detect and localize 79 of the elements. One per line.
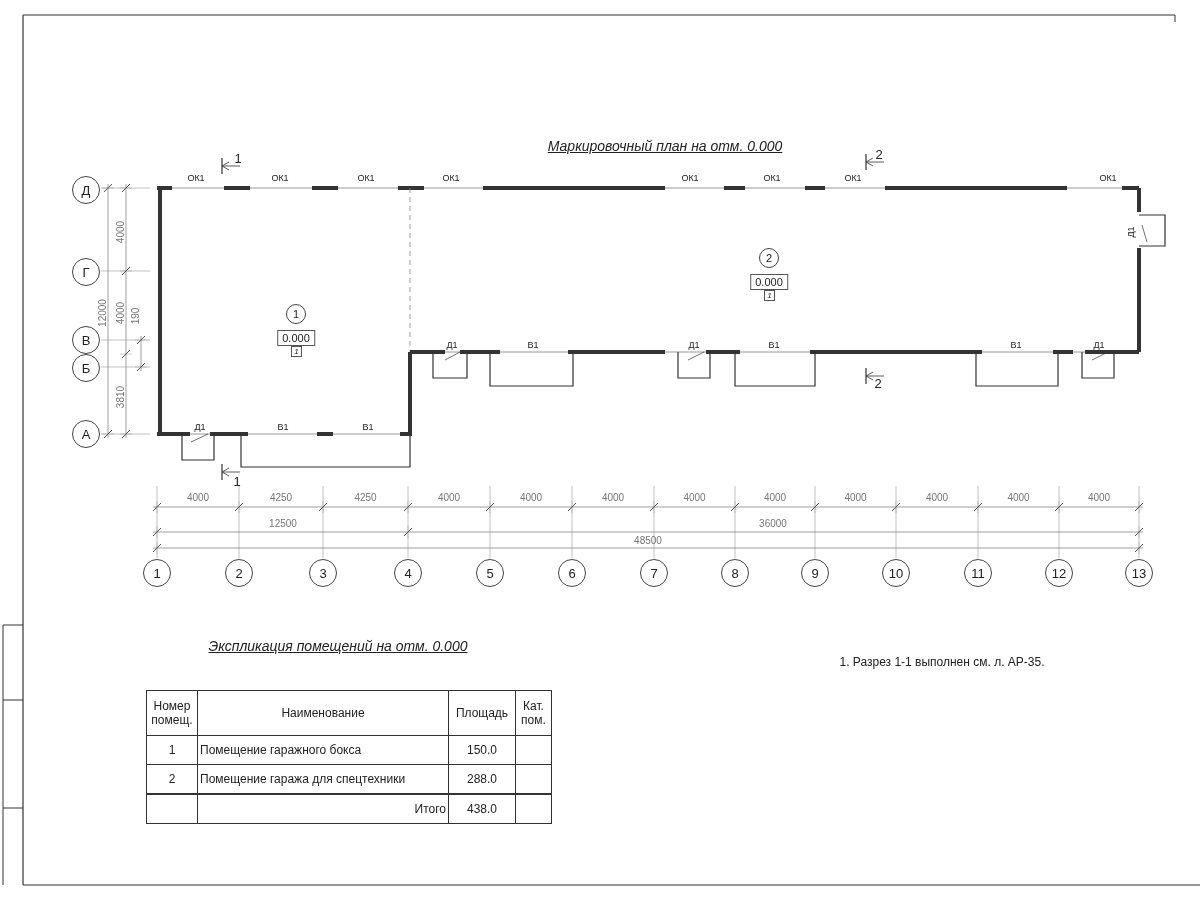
dimension-value: 190 [131, 307, 141, 325]
window-mark: ОК1 [442, 173, 460, 183]
dimension-value: 4000 [925, 493, 949, 503]
room-number: 1 [286, 304, 306, 324]
axis-bubble: 4 [394, 559, 422, 587]
window-mark: ОК1 [844, 173, 862, 183]
axis-bubble: А [72, 420, 100, 448]
window-mark: ОК1 [1099, 173, 1117, 183]
axis-bubble: В [72, 326, 100, 354]
axis-bubble: Г [72, 258, 100, 286]
level-mark: 0.000 [750, 274, 788, 290]
dimension-value: 48500 [634, 536, 662, 546]
dimension-value: 12500 [269, 519, 297, 529]
dimension-value: 4250 [269, 493, 293, 503]
door-mark: Д1 [194, 422, 206, 432]
dimension-value: 4250 [354, 493, 377, 503]
window-mark: ОК1 [681, 173, 699, 183]
section-number: 1 [234, 151, 242, 165]
total-label: Итого [197, 793, 449, 824]
dimension-value: 4000 [1007, 493, 1030, 503]
dimension-value: 4000 [1087, 493, 1111, 503]
window-mark: В1 [277, 422, 289, 432]
dimension-value: 4000 [683, 493, 706, 503]
window-mark: ОК1 [271, 173, 289, 183]
window-mark: В1 [527, 340, 539, 350]
axis-bubble: 11 [964, 559, 992, 587]
dimension-value: 4000 [186, 493, 210, 503]
room-number: 2 [759, 248, 779, 268]
window-mark: ОК1 [187, 173, 205, 183]
table-title: Экспликация помещений на отм. 0.000 [208, 639, 468, 653]
column-header: Наименование [197, 690, 449, 736]
axis-bubble: 8 [721, 559, 749, 587]
axis-bubble: 2 [225, 559, 253, 587]
door-mark: Д1 [688, 340, 700, 350]
plan-title: Маркировочный план на отм. 0.000 [547, 139, 783, 153]
dimension-value: 4000 [437, 493, 461, 503]
window-mark: В1 [362, 422, 374, 432]
dimension-value: 4000 [844, 493, 867, 503]
window-mark: В1 [1010, 340, 1022, 350]
axis-bubble: 10 [882, 559, 910, 587]
window-mark: ОК1 [357, 173, 375, 183]
axis-bubble: 7 [640, 559, 668, 587]
door-mark: Д1 [1126, 226, 1136, 238]
door-mark: Д1 [446, 340, 458, 350]
dimension-value: 4000 [116, 220, 126, 244]
window-mark: В1 [768, 340, 780, 350]
section-number: 2 [874, 376, 882, 390]
row-number: 2 [146, 764, 198, 794]
area-value: 150.0 [448, 735, 516, 765]
door-mark: Д1 [1093, 340, 1105, 350]
dimension-value: 4000 [519, 493, 543, 503]
section-number: 2 [875, 147, 883, 161]
area-value: 438.0 [448, 793, 516, 824]
column-header: Площадь [448, 690, 516, 736]
room-name: Помещение гаражного бокса [197, 735, 449, 765]
marker-tag: 1 [291, 346, 302, 357]
dimension-value: 12000 [98, 299, 108, 327]
dimension-value: 36000 [759, 519, 787, 529]
dimension-value: 3810 [116, 385, 126, 409]
axis-bubble: 12 [1045, 559, 1073, 587]
axis-bubble: 9 [801, 559, 829, 587]
dimension-value: 4000 [601, 493, 625, 503]
dimension-value: 4000 [763, 493, 787, 503]
axis-bubble: Б [72, 354, 100, 382]
axis-bubble: 13 [1125, 559, 1153, 587]
level-mark: 0.000 [277, 330, 315, 346]
axis-bubble: 3 [309, 559, 337, 587]
axis-bubble: Д [72, 176, 100, 204]
axis-bubble: 6 [558, 559, 586, 587]
note-text: 1. Разрез 1-1 выполнен см. л. АР-35. [839, 656, 1045, 668]
row-number: 1 [146, 735, 198, 765]
column-header: Кат. пом. [515, 690, 552, 736]
dimension-value: 4000 [116, 301, 126, 325]
marker-tag: 1 [764, 290, 775, 301]
axis-bubble: 5 [476, 559, 504, 587]
column-header: Номер помещ. [146, 690, 198, 736]
section-number: 1 [233, 474, 241, 488]
window-mark: ОК1 [763, 173, 781, 183]
axis-bubble: 1 [143, 559, 171, 587]
